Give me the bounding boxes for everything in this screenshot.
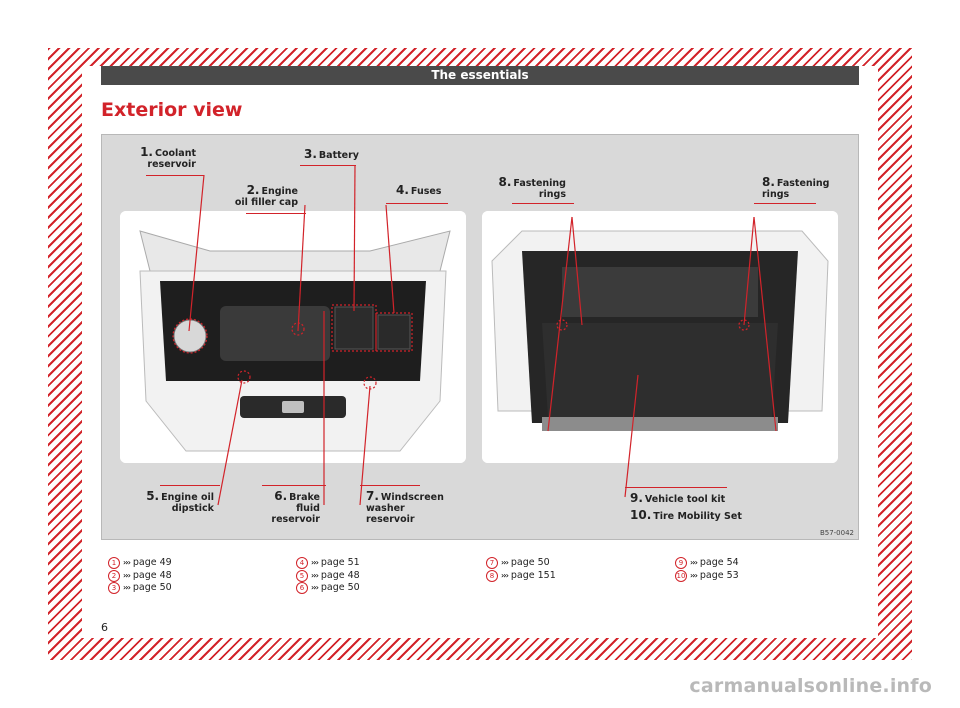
boot-photo [482,211,838,463]
reference-badge: 1 [108,557,120,570]
reference-badge: 5 [296,569,308,582]
callout-8-left: 8.Fastening rings [498,175,567,200]
callout-2: 2.Engine oil filler cap [234,183,298,208]
reference-text[interactable]: page 48 [320,569,360,581]
callout-3-underline [300,165,356,166]
callout-4: 4.Fuses [396,183,442,197]
reference-badge: 9 [675,557,687,570]
callout-leaders [188,164,777,506]
chevron-icon: ››› [501,570,509,580]
reference-text[interactable]: page 48 [132,569,172,581]
reference-badge: 4 [296,557,308,570]
reference-row: 7›››page 50 [486,557,556,570]
callout-7: 7.Windscreen washer reservoir [366,489,444,525]
reference-text[interactable]: page 50 [510,557,550,568]
reference-row: 6›››page 50 [296,582,360,595]
page-number: 6 [101,621,108,634]
chevron-icon: ››› [311,570,319,580]
reference-row: 1›››page 49 [108,557,172,570]
callout-6: 6.Brake fluid reservoir [271,489,320,525]
chevron-icon: ››› [501,558,509,567]
chevron-icon: ››› [123,583,131,592]
reference-badge: 10 [675,569,687,582]
watermark: carmanualsonline.info [689,675,932,697]
boot-illustration [482,211,838,463]
callout-7-underline [360,485,420,486]
reference-badge: 8 [486,569,498,582]
engine-bay-illustration [120,211,466,463]
engine-bay-photo [120,211,466,463]
chevron-icon: ››› [690,570,698,580]
chevron-icon: ››› [690,558,698,567]
chevron-icon: ››› [123,570,131,580]
chevron-icon: ››› [311,583,319,592]
reference-badge: 2 [108,569,120,582]
reference-badge: 6 [296,582,308,595]
reference-row: 2›››page 48 [108,570,172,583]
reference-text[interactable]: page 50 [320,582,360,593]
chevron-icon: ››› [123,558,131,567]
reference-row: 8›››page 151 [486,570,556,583]
figure-reference-code: B57-0042 [819,529,854,537]
callout-3: 3.Battery [304,147,359,161]
callout-6-underline [262,485,326,486]
reference-row: 9›››page 54 [675,557,739,570]
callout-2-underline [246,213,306,214]
references-col-2: 4›››page 51 5›››page 48 6›››page 50 [296,557,360,595]
callout-5-underline [160,485,220,486]
callout-8-right: 8.Fastening rings [762,175,830,200]
callout-5: 5.Engine oil dipstick [146,489,214,514]
reference-badge: 7 [486,557,498,570]
references-col-3: 7›››page 50 8›››page 151 [486,557,556,582]
reference-text[interactable]: page 54 [699,557,739,568]
chevron-icon: ››› [311,558,319,567]
reference-row: 4›››page 51 [296,557,360,570]
references-col-1: 1›››page 49 2›››page 48 3›››page 50 [108,557,172,595]
page-title: Exterior view [101,99,243,121]
reference-row: 10›››page 53 [675,570,739,583]
reference-badge: 3 [108,582,120,595]
callout-8-right-underline [754,203,816,204]
reference-text[interactable]: page 50 [132,582,172,593]
reference-text[interactable]: page 151 [510,569,556,581]
vehicle-figure: 1.Coolant reservoir 2.Engine oil filler … [101,134,859,540]
reference-text[interactable]: page 51 [320,557,360,568]
section-header: The essentials [101,66,859,85]
reference-row: 5›››page 48 [296,570,360,583]
reference-text[interactable]: page 49 [132,557,172,568]
references-col-4: 9›››page 54 10›››page 53 [675,557,739,582]
callout-8-left-underline [512,203,574,204]
callout-1: 1.Coolant reservoir [140,145,196,170]
reference-row: 3›››page 50 [108,582,172,595]
callout-1-underline [146,175,204,176]
callout-9: 9.Vehicle tool kit [630,491,726,505]
callout-9-underline [625,487,727,488]
reference-text[interactable]: page 53 [699,569,739,581]
callout-10: 10.Tire Mobility Set [630,508,742,522]
callout-4-underline [386,203,448,204]
